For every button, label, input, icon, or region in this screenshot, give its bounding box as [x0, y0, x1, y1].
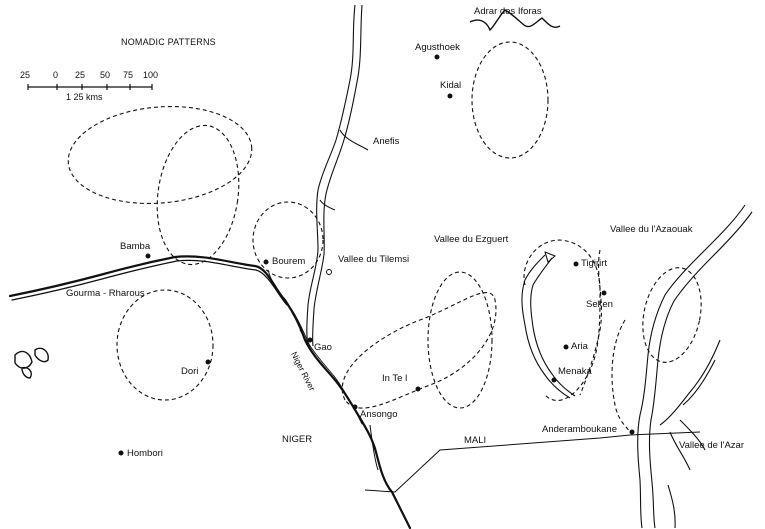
town-dot: [415, 386, 421, 392]
town-dot: [551, 377, 557, 383]
place-label-gourma: Gourma - Rharous: [66, 288, 145, 299]
map-title: NOMADIC PATTERNS: [121, 37, 216, 47]
town-dot: [263, 259, 269, 265]
tilemsi-river: [306, 4, 369, 347]
town-dot: [573, 261, 579, 267]
place-label-tigirirt: Tigirirt: [581, 258, 608, 269]
ezguert-river: [521, 251, 576, 399]
border-line: [364, 424, 701, 493]
place-label-hombori: Hombori: [127, 448, 163, 459]
region-label-mali: MALI: [464, 435, 487, 446]
place-label-adrar: Adrar des Iforas: [474, 6, 542, 17]
town-dot-open: [326, 269, 332, 275]
town-dot: [601, 290, 607, 296]
place-label-bamba: Bamba: [120, 241, 151, 252]
place-label-dori: Dori: [181, 366, 199, 377]
nomadic-loops: [67, 41, 702, 433]
town-markers: [118, 54, 635, 456]
place-label-ezguert: Vallee du Ezguert: [434, 234, 509, 245]
town-dot: [434, 54, 440, 60]
place-label-aria: Aria: [571, 341, 588, 352]
lakes-west: [14, 347, 49, 379]
town-dot: [352, 404, 358, 410]
scale-tick-label: 25: [75, 70, 86, 80]
region-label-niger: NIGER: [282, 434, 313, 445]
adrar-ridge: [469, 9, 561, 32]
place-label-anderamboukane: Anderamboukane: [542, 424, 617, 435]
place-label-menaka: Menaka: [558, 366, 592, 377]
place-label-azar: Vallee de l'Azar: [679, 440, 745, 451]
scale-tick-label: 25: [20, 70, 31, 80]
niger-river: [8, 255, 412, 529]
place-label-ansongo: Ansongo: [360, 409, 398, 420]
town-dot: [205, 359, 211, 365]
town-dot: [447, 93, 453, 99]
town-dot: [629, 429, 635, 435]
place-label-in-tell: In Te l: [382, 373, 408, 384]
place-label-agusthoek: Agusthoek: [415, 42, 460, 53]
scale-tick-label: 0: [53, 70, 59, 80]
place-label-bourem: Bourem: [272, 256, 306, 267]
place-label-azaouak: Vallee du l'Azaouak: [610, 224, 693, 235]
town-dot: [563, 344, 569, 350]
scale-tick-label: 50: [100, 70, 111, 80]
town-dot: [145, 253, 151, 259]
place-label-anefis: Anefis: [373, 136, 400, 147]
scale-tick-label: 75: [123, 70, 134, 80]
town-dot: [307, 337, 313, 343]
place-label-tilemsi: Vallee du Tilemsi: [338, 254, 410, 265]
azaouak-river: [637, 204, 753, 529]
place-label-seken: Seken: [586, 299, 613, 310]
scale-tick-label: 100: [143, 70, 159, 80]
scale-bar: [27, 84, 153, 90]
scale-unit-label: 1 25 kms: [66, 92, 103, 102]
town-dot: [118, 450, 124, 456]
place-label-gao: Gao: [314, 342, 332, 353]
place-label-kidal: Kidal: [440, 80, 462, 91]
